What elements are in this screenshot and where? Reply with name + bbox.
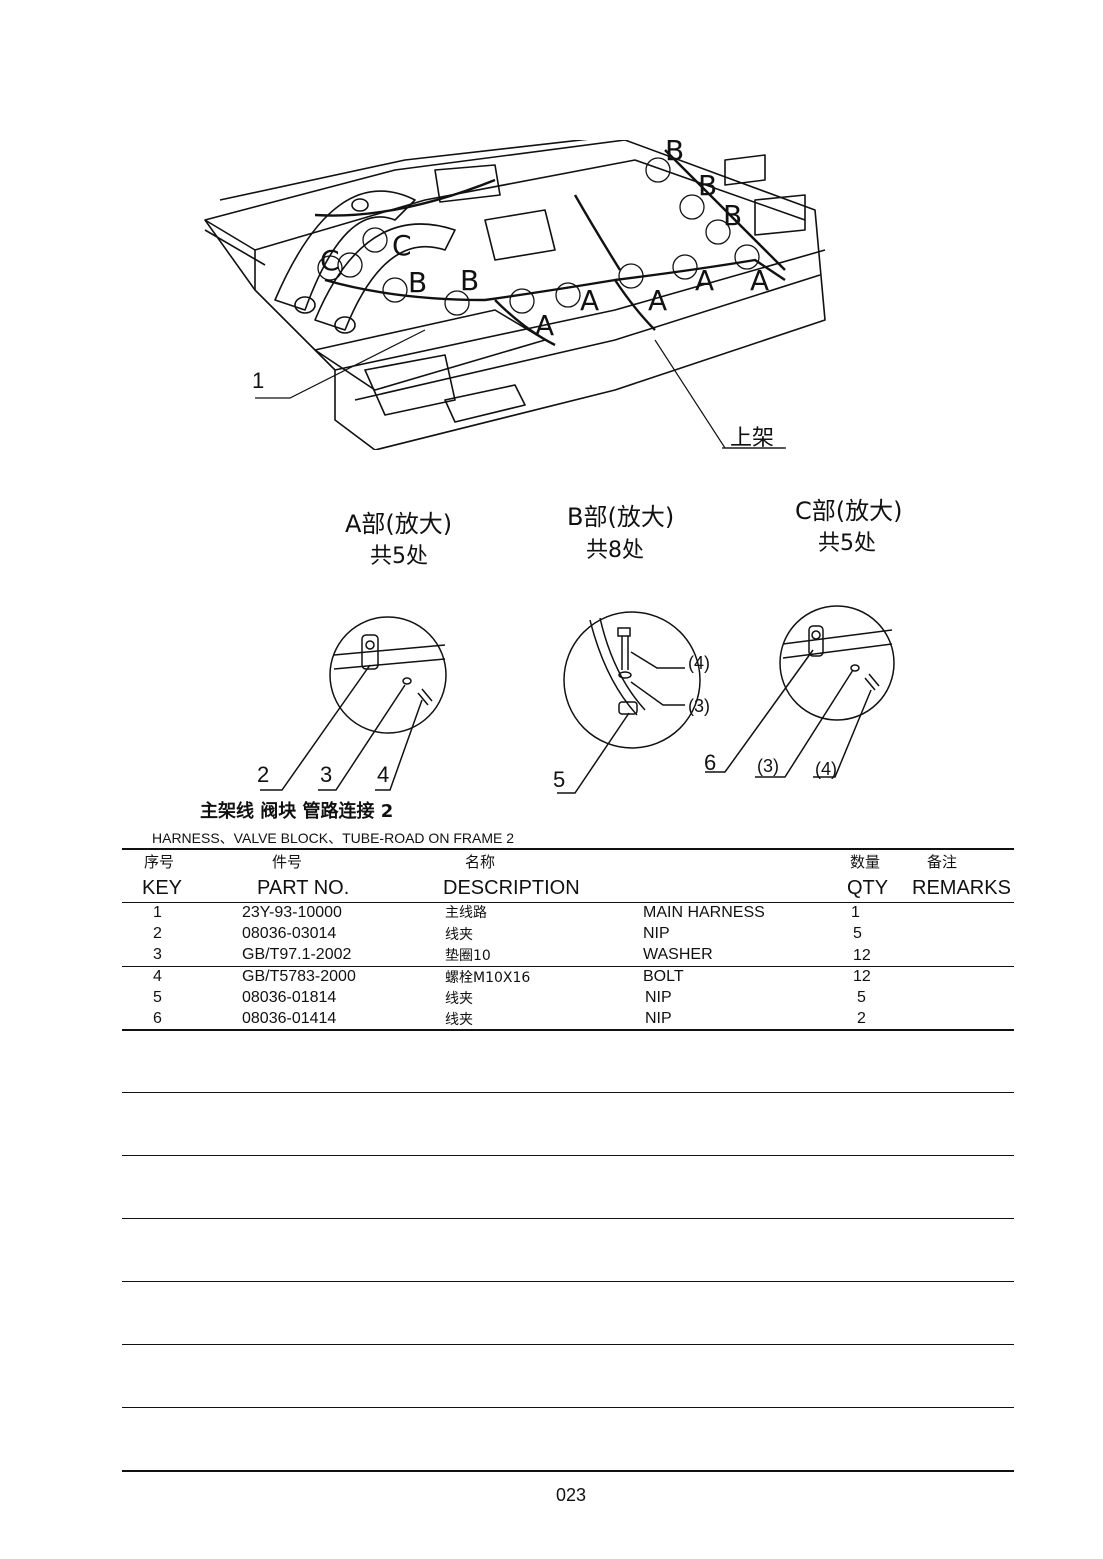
detail-a-title: A部(放大) <box>345 510 453 538</box>
zone-label-b: B <box>723 199 742 232</box>
detail-a-callout-4: 4 <box>377 762 390 787</box>
detail-c-title: C部(放大) <box>795 497 903 525</box>
detail-c-callout-4: (4) <box>815 759 837 779</box>
frame-label-underline <box>722 447 786 449</box>
detail-a-circle <box>260 616 447 791</box>
detail-b-count: 共8处 <box>586 538 644 563</box>
detail-b-callout-5: 5 <box>553 767 566 792</box>
zone-label-c: C <box>392 229 412 262</box>
page-number: 023 <box>556 1485 587 1505</box>
zone-label-c: C <box>320 244 340 277</box>
detail-c-callout-6: 6 <box>704 750 717 775</box>
detail-c-count: 共5处 <box>818 531 876 556</box>
frame-label: 上架 <box>730 426 775 451</box>
callout-key-1: 1 <box>252 368 265 393</box>
detail-b-callout-4: (4) <box>688 653 710 673</box>
caption-en: HARNESS、VALVE BLOCK、TUBE-ROAD ON FRAME 2 <box>152 830 514 846</box>
header-part: PART NO. <box>257 877 350 899</box>
header-qty: QTY <box>847 877 889 899</box>
caption-cn: 主架线 阀块 管路连接 2 <box>200 801 394 822</box>
header-desc-cn: 名称 <box>465 853 496 871</box>
header-part-cn: 件号 <box>272 853 303 871</box>
detail-a-callout-2: 2 <box>257 762 270 787</box>
header-key-cn: 序号 <box>144 853 175 871</box>
header-key: KEY <box>142 877 183 899</box>
zone-label-a: A <box>695 264 714 297</box>
detail-a-callout-3: 3 <box>320 762 333 787</box>
header-remarks-cn: 备注 <box>927 853 958 871</box>
zone-label-a: A <box>648 284 667 317</box>
zone-label-b: B <box>698 169 717 202</box>
zone-label-a: A <box>750 264 769 297</box>
frame-harness-drawing: B B B C C B B A A A A A <box>204 140 826 450</box>
detail-a-count: 共5处 <box>370 544 428 569</box>
detail-b-callout-3: (3) <box>688 696 710 716</box>
detail-b-circle <box>557 611 701 794</box>
detail-c-callout-3: (3) <box>757 756 779 776</box>
zone-label-b: B <box>665 140 684 167</box>
header-remarks: REMARKS <box>912 877 1011 899</box>
detail-c-circle <box>705 605 895 778</box>
zone-label-b: B <box>408 266 427 299</box>
detail-b-title: B部(放大) <box>567 503 675 531</box>
zone-label-a: A <box>580 284 599 317</box>
zone-label-a: A <box>535 309 554 342</box>
header-desc: DESCRIPTION <box>443 877 580 899</box>
zone-label-b: B <box>460 264 479 297</box>
header-qty-cn: 数量 <box>850 853 881 871</box>
